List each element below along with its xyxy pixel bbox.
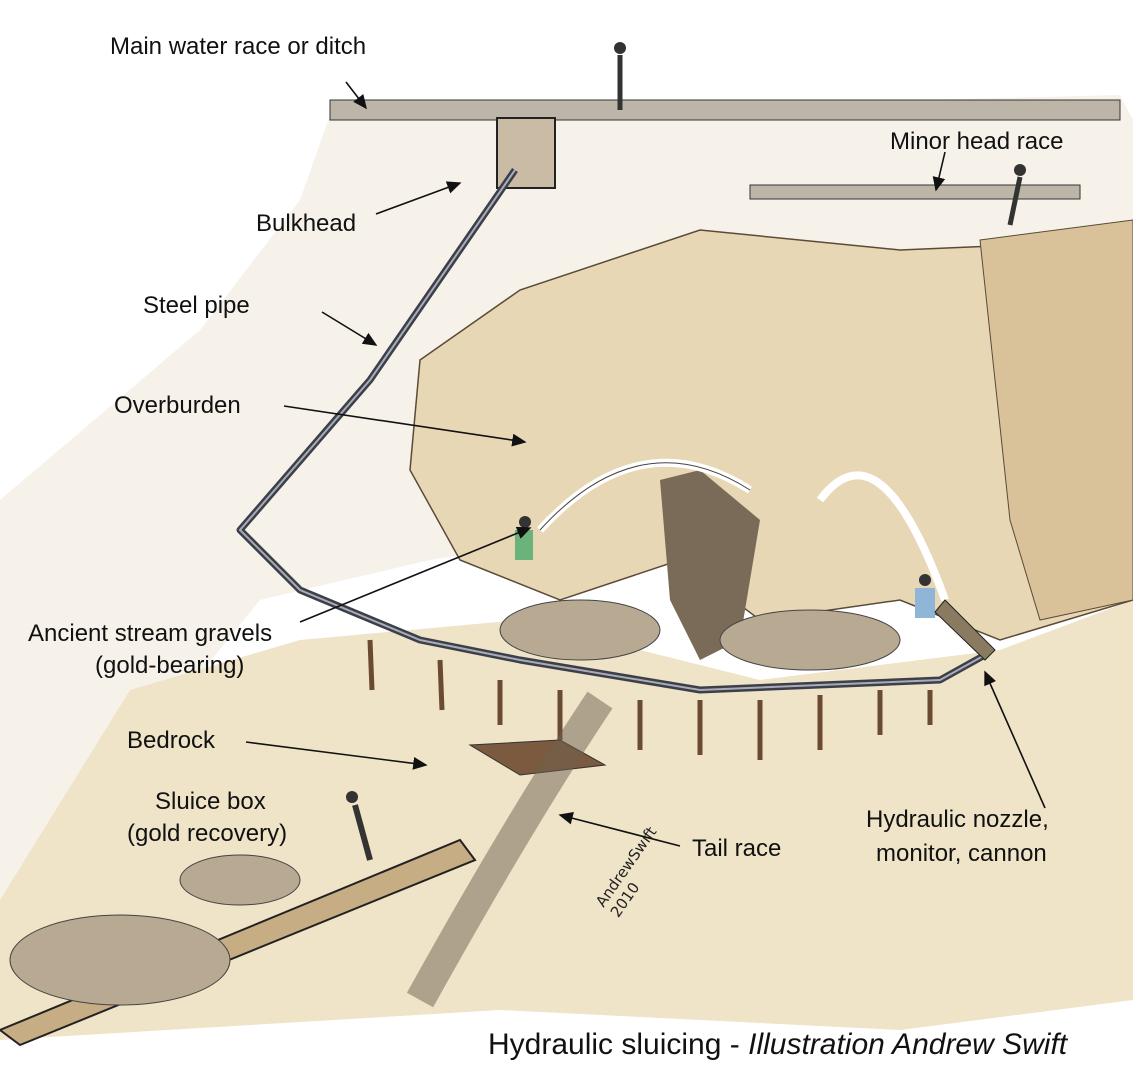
label-overburden: Overburden (114, 392, 241, 419)
label-main-water-race: Main water race or ditch (110, 33, 367, 60)
tail-race-channel (406, 691, 613, 1008)
label-bulkhead: Bulkhead (256, 210, 357, 237)
cliff-right (979, 219, 1133, 621)
label-sluice-box: Sluice box (155, 788, 266, 815)
label-hydraulic-nozzle: Hydraulic nozzle, (866, 806, 1049, 833)
water-jet-1-edge (539, 462, 751, 531)
label-ancient-gravels: Ancient stream gravels (28, 620, 273, 647)
label-steel-pipe: Steel pipe (143, 292, 250, 319)
minor-head-race (749, 184, 1081, 200)
pit-shadow (660, 470, 760, 660)
steel-pipe-highlight (238, 169, 986, 692)
caption-credit: Illustration Andrew Swift (748, 1028, 1068, 1061)
label-monitor-cannon: monitor, cannon (876, 840, 1047, 867)
gravel-pile (9, 914, 231, 1006)
gravel-pile (719, 609, 901, 671)
label-gold-bearing: (gold-bearing) (95, 652, 245, 679)
caption: Hydraulic sluicing - Illustration Andrew… (488, 1028, 1067, 1062)
trestle (367, 639, 933, 760)
hydraulic-nozzle (934, 599, 996, 661)
gravel-pile (499, 599, 661, 661)
label-arrows (245, 81, 1046, 847)
water-jet-2 (816, 471, 949, 602)
caption-title: Hydraulic sluicing (488, 1028, 722, 1061)
label-tail-race: Tail race (692, 835, 782, 862)
label-gold-recovery: (gold recovery) (127, 820, 288, 847)
caption-separator: - (721, 1028, 749, 1061)
gravel-pile (179, 854, 301, 906)
bulkhead-box (496, 117, 556, 189)
label-minor-head-race: Minor head race (890, 128, 1064, 155)
label-bedrock: Bedrock (127, 727, 216, 754)
worker-figures (346, 42, 1026, 861)
main-water-race (329, 99, 1121, 121)
